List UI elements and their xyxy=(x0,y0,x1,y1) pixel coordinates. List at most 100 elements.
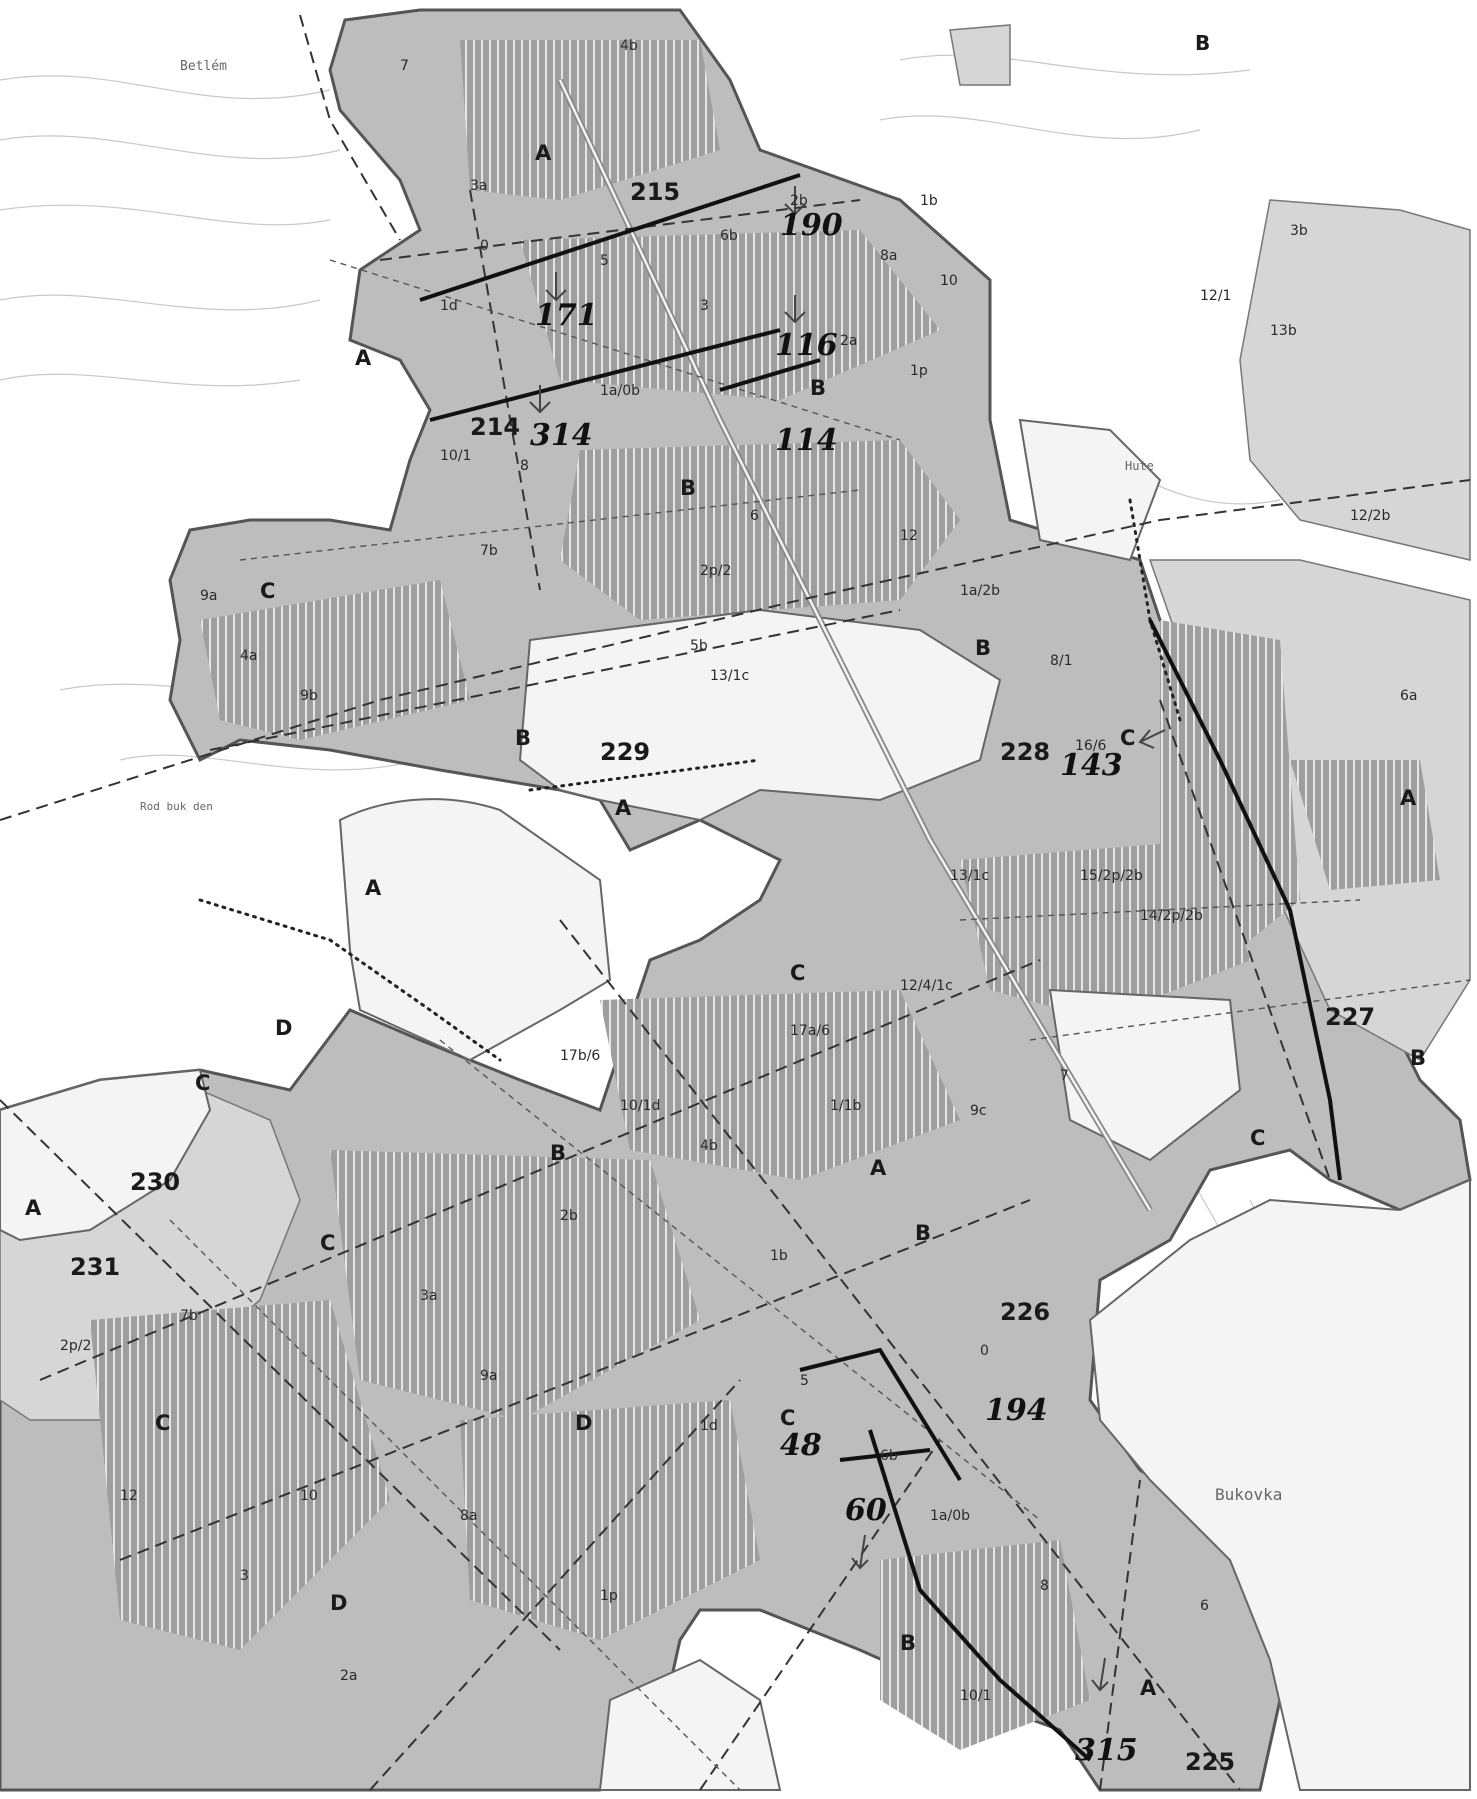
cell-code-11: 3 xyxy=(700,298,709,314)
cell-code-62: 2p/2 xyxy=(60,1338,91,1354)
place-rod-bukden: Rod buk den xyxy=(140,800,213,813)
cell-code-0: 7 xyxy=(400,58,409,74)
cell-code-27: 8/1 xyxy=(1050,653,1073,669)
cell-code-50: 6b xyxy=(880,1448,898,1464)
cell-code-4: 3a xyxy=(470,178,488,194)
stand-letter-C-16: C xyxy=(1250,1126,1265,1150)
stand-letter-A-24: A xyxy=(1140,1676,1157,1700)
cell-code-58: 10/1 xyxy=(960,1688,991,1704)
cell-code-21: 9a xyxy=(200,588,218,604)
cell-code-30: 13b xyxy=(1270,323,1297,339)
cell-code-22: 4a xyxy=(240,648,258,664)
stand-letter-D-22: D xyxy=(330,1591,347,1615)
handwritten-60: 60 xyxy=(845,1493,887,1528)
cell-code-44: 4b xyxy=(700,1138,718,1154)
stand-letter-B-17: B xyxy=(915,1221,931,1245)
cell-code-17: 6 xyxy=(750,508,759,524)
stand-letter-C-4: C xyxy=(260,579,275,603)
cell-code-5: 0 xyxy=(480,238,489,254)
stand-letter-A-18: A xyxy=(25,1196,42,1220)
division-lines xyxy=(0,14,1471,1791)
stand-letter-B-3: B xyxy=(680,476,696,500)
stand-letter-A-1: A xyxy=(355,346,372,370)
cell-code-56: 1p xyxy=(600,1588,618,1604)
cell-code-43: 7 xyxy=(1060,1068,1069,1084)
cell-code-12: 2a xyxy=(840,333,858,349)
stand-letter-B-5: B xyxy=(975,636,991,660)
cell-code-10: 10 xyxy=(940,273,958,289)
handwritten-143: 143 xyxy=(1060,748,1123,783)
clearings xyxy=(0,418,1471,1791)
sector-label-214: 214 xyxy=(470,413,520,441)
cell-code-23: 9b xyxy=(300,688,318,704)
cell-code-19: 2p/2 xyxy=(700,563,731,579)
cell-code-32: 12/2b xyxy=(1350,508,1390,524)
cell-code-51: 1d xyxy=(700,1418,718,1434)
cell-code-29: 3b xyxy=(1290,223,1308,239)
stand-letter-A-9: A xyxy=(1400,786,1417,810)
cell-code-6: 5 xyxy=(600,253,609,269)
stand-letter-C-12: C xyxy=(195,1071,210,1095)
cell-code-39: 17b/6 xyxy=(560,1048,600,1064)
cell-code-48: 0 xyxy=(980,1343,989,1359)
stand-letter-B-14: B xyxy=(550,1141,566,1165)
sector-label-225: 225 xyxy=(1185,1748,1235,1776)
cell-code-13: 1p xyxy=(910,363,928,379)
cell-code-26: 1a/2b xyxy=(960,583,1000,599)
hand-drawn-lines xyxy=(419,173,1342,1762)
cell-code-37: 12/4/1c xyxy=(900,978,953,994)
corner-label-b: B xyxy=(1195,31,1210,55)
cell-code-15: 10/1 xyxy=(440,448,471,464)
cell-code-24: 13/1c xyxy=(710,668,749,684)
cell-code-38: 17a/6 xyxy=(790,1023,830,1039)
cell-code-36: 14/2p/2b xyxy=(1140,908,1203,924)
place-betlem: Betlém xyxy=(180,59,227,74)
cell-code-64: 9a xyxy=(480,1368,498,1384)
cell-code-47: 3a xyxy=(420,1288,438,1304)
cell-code-8: 1d xyxy=(440,298,458,314)
cell-code-16: 8 xyxy=(520,458,529,474)
cell-code-61: 12 xyxy=(120,1488,138,1504)
cell-code-55: 2a xyxy=(340,1668,358,1684)
stand-letter-C-10: C xyxy=(790,961,805,985)
stand-letter-B-6: B xyxy=(515,726,531,750)
cell-code-35: 15/2p/2b xyxy=(1080,868,1143,884)
cell-code-2: 2b xyxy=(790,193,808,209)
handwritten-315: 315 xyxy=(1075,1733,1138,1768)
cell-code-9: 8a xyxy=(880,248,898,264)
stand-letter-D-11: D xyxy=(275,1016,292,1040)
sector-label-230: 230 xyxy=(130,1168,180,1196)
cell-code-45: 2b xyxy=(560,1208,578,1224)
sector-label-226: 226 xyxy=(1000,1298,1050,1326)
stand-letter-B-2: B xyxy=(810,376,826,400)
cell-code-54: 3 xyxy=(240,1568,249,1584)
cell-code-28: 16/6 xyxy=(1075,738,1107,754)
place-bukovka: Bukovka xyxy=(1215,1485,1282,1504)
sector-label-228: 228 xyxy=(1000,738,1050,766)
stand-letter-C-7: C xyxy=(1120,726,1135,750)
cell-code-60: 6 xyxy=(1200,1598,1209,1614)
handwritten-194: 194 xyxy=(985,1393,1048,1428)
sector-label-229: 229 xyxy=(600,738,650,766)
stand-letter-D-20: D xyxy=(575,1411,592,1435)
sector-label-231: 231 xyxy=(70,1253,120,1281)
handwritten-314: 314 xyxy=(530,418,593,453)
sector-label-227: 227 xyxy=(1325,1003,1375,1031)
handwritten-171: 171 xyxy=(535,298,598,333)
handwritten-114: 114 xyxy=(775,423,838,458)
stand-letter-A-15: A xyxy=(870,1156,887,1180)
cell-code-52: 8a xyxy=(460,1508,478,1524)
cell-code-59: 8 xyxy=(1040,1578,1049,1594)
main-road xyxy=(557,78,1153,1212)
handwritten-48: 48 xyxy=(780,1428,822,1463)
stand-letter-A-8: A xyxy=(615,796,632,820)
cell-code-42: 9c xyxy=(970,1103,987,1119)
cell-code-63: 7b xyxy=(180,1308,198,1324)
cell-code-14: 1a/0b xyxy=(600,383,640,399)
